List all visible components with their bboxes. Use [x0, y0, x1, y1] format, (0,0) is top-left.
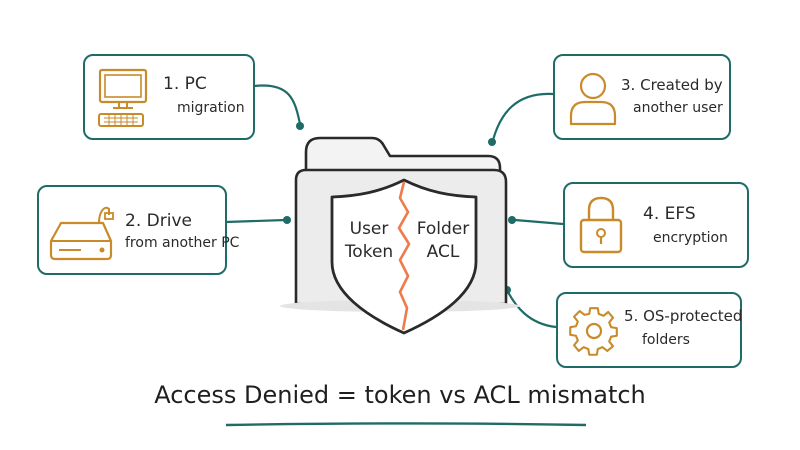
user-icon: [569, 72, 617, 126]
cause-2-subtitle: from another PC: [125, 235, 240, 251]
connector-1: [253, 84, 302, 125]
connector-dot-1: [296, 122, 304, 130]
padlock-icon: [579, 196, 623, 254]
cause-5-title: 5. OS-protected: [624, 307, 743, 325]
cause-1-title: 1. PC: [163, 74, 207, 94]
computer-icon: [98, 68, 148, 127]
shield-folder-label: Folder: [416, 219, 470, 239]
cause-card-efs: 4. EFS encryption: [563, 182, 749, 268]
connector-4: [514, 218, 564, 226]
connector-dot-4: [508, 216, 516, 224]
cause-card-pc-migration: 1. PC migration: [83, 54, 255, 140]
shield-user-label: User: [349, 219, 389, 239]
cause-4-subtitle: encryption: [653, 230, 728, 246]
cause-2-title: 2. Drive: [125, 211, 192, 231]
caption-underline: [225, 422, 587, 427]
shield-icon: [330, 178, 478, 335]
connector-dot-3: [488, 138, 496, 146]
cause-3-title: 3. Created by: [621, 76, 723, 94]
crack-line: [397, 181, 411, 331]
diagram-caption: Access Denied = token vs ACL mismatch: [154, 381, 646, 409]
connector-3: [491, 92, 554, 141]
hard-drive-icon: [49, 206, 114, 261]
shield-left-text: User Token: [340, 218, 398, 264]
cause-card-another-user: 3. Created by another user: [553, 54, 731, 140]
cause-card-drive: 2. Drive from another PC: [37, 185, 239, 275]
cause-3-subtitle: another user: [633, 100, 723, 116]
cause-card-os-protected: 5. OS-protected folders: [556, 292, 742, 368]
connector-dot-2: [283, 216, 291, 224]
shield-right-text: Folder ACL: [412, 218, 474, 264]
connector-5: [507, 291, 557, 329]
shield-token-label: Token: [344, 241, 394, 262]
gear-icon: [569, 307, 618, 356]
cause-1-subtitle: migration: [177, 100, 245, 116]
cause-5-subtitle: folders: [642, 332, 690, 348]
cause-4-title: 4. EFS: [643, 204, 696, 224]
shield-acl-label: ACL: [426, 241, 460, 262]
connector-2: [225, 218, 287, 224]
